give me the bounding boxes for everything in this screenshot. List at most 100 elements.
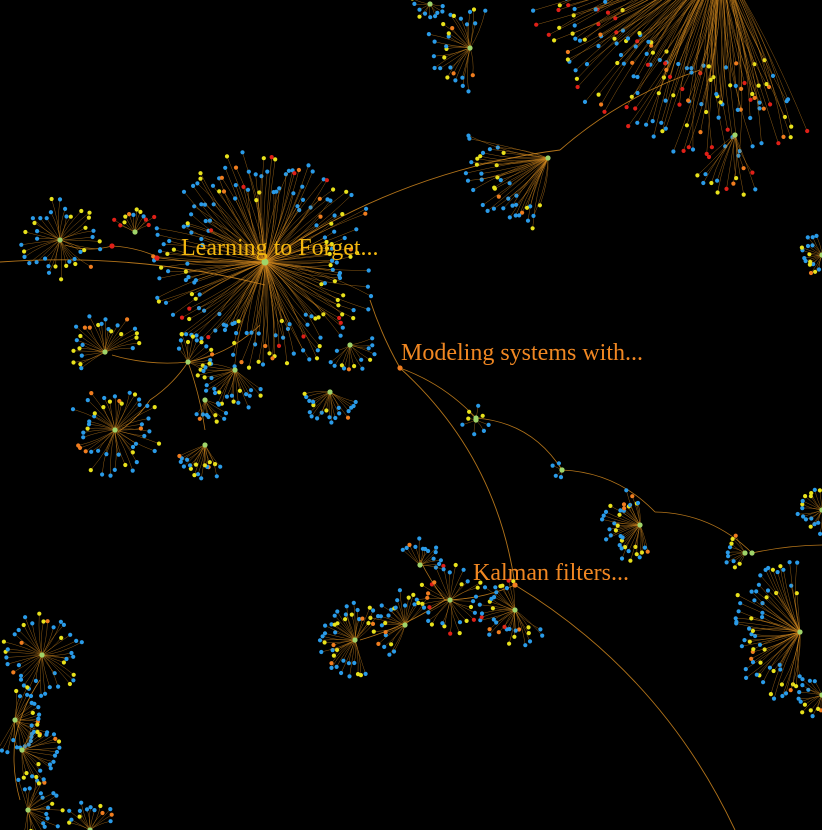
paper-node[interactable] bbox=[203, 365, 208, 370]
paper-node[interactable] bbox=[100, 810, 105, 816]
paper-node[interactable] bbox=[29, 734, 34, 740]
paper-node[interactable] bbox=[775, 570, 780, 575]
connector-node[interactable] bbox=[154, 255, 160, 261]
paper-node[interactable] bbox=[552, 38, 557, 43]
hub-node[interactable] bbox=[202, 397, 208, 403]
paper-node[interactable] bbox=[333, 415, 338, 421]
paper-node[interactable] bbox=[322, 235, 327, 240]
paper-node[interactable] bbox=[102, 395, 107, 401]
paper-node[interactable] bbox=[426, 31, 431, 37]
paper-node[interactable] bbox=[194, 333, 199, 338]
paper-node[interactable] bbox=[556, 461, 562, 466]
paper-node[interactable] bbox=[514, 202, 519, 207]
paper-node[interactable] bbox=[747, 626, 752, 631]
paper-node[interactable] bbox=[103, 317, 108, 322]
paper-node[interactable] bbox=[511, 579, 516, 584]
paper-node[interactable] bbox=[32, 701, 37, 706]
paper-node[interactable] bbox=[731, 181, 736, 186]
hub-node[interactable] bbox=[797, 629, 803, 635]
paper-node[interactable] bbox=[753, 187, 758, 192]
paper-node[interactable] bbox=[614, 41, 619, 46]
paper-node[interactable] bbox=[352, 364, 357, 369]
paper-node[interactable] bbox=[233, 165, 239, 170]
paper-node[interactable] bbox=[237, 388, 242, 393]
paper-node[interactable] bbox=[77, 346, 82, 351]
paper-node[interactable] bbox=[330, 267, 335, 272]
paper-node[interactable] bbox=[663, 61, 668, 66]
paper-node[interactable] bbox=[605, 10, 611, 15]
paper-node[interactable] bbox=[23, 229, 28, 235]
paper-node[interactable] bbox=[526, 625, 531, 630]
connector-node[interactable] bbox=[559, 467, 565, 473]
paper-node[interactable] bbox=[368, 357, 373, 362]
paper-node[interactable] bbox=[291, 351, 296, 356]
paper-node[interactable] bbox=[258, 393, 263, 398]
paper-node[interactable] bbox=[18, 673, 24, 678]
paper-node[interactable] bbox=[345, 415, 351, 420]
paper-node[interactable] bbox=[258, 387, 263, 392]
paper-node[interactable] bbox=[197, 292, 202, 297]
paper-node[interactable] bbox=[334, 348, 339, 353]
paper-node[interactable] bbox=[273, 333, 278, 338]
paper-node[interactable] bbox=[87, 419, 92, 424]
paper-node[interactable] bbox=[739, 86, 744, 91]
paper-node[interactable] bbox=[189, 292, 194, 297]
paper-node[interactable] bbox=[98, 803, 103, 809]
paper-node[interactable] bbox=[788, 135, 793, 140]
paper-node[interactable] bbox=[151, 254, 156, 259]
paper-node[interactable] bbox=[322, 281, 327, 286]
paper-node[interactable] bbox=[816, 520, 821, 525]
paper-node[interactable] bbox=[565, 57, 571, 62]
paper-node[interactable] bbox=[428, 15, 433, 20]
paper-node[interactable] bbox=[87, 210, 92, 215]
paper-node[interactable] bbox=[246, 169, 251, 174]
paper-node[interactable] bbox=[313, 316, 318, 321]
paper-node[interactable] bbox=[304, 394, 309, 400]
paper-node[interactable] bbox=[808, 270, 814, 276]
paper-node[interactable] bbox=[800, 506, 805, 511]
paper-node[interactable] bbox=[155, 295, 160, 300]
paper-node[interactable] bbox=[725, 550, 730, 555]
paper-node[interactable] bbox=[89, 391, 94, 396]
paper-node[interactable] bbox=[319, 282, 324, 287]
paper-node[interactable] bbox=[335, 609, 340, 614]
paper-node[interactable] bbox=[88, 805, 93, 810]
paper-node[interactable] bbox=[448, 12, 453, 17]
paper-node[interactable] bbox=[248, 388, 254, 393]
paper-node[interactable] bbox=[178, 338, 183, 343]
paper-node[interactable] bbox=[82, 248, 87, 253]
hub-node[interactable] bbox=[427, 1, 433, 7]
paper-node[interactable] bbox=[397, 588, 402, 593]
paper-node[interactable] bbox=[475, 585, 480, 590]
paper-node[interactable] bbox=[709, 180, 714, 186]
paper-node[interactable] bbox=[749, 656, 754, 661]
paper-node[interactable] bbox=[731, 559, 736, 564]
paper-node[interactable] bbox=[137, 402, 142, 407]
paper-node[interactable] bbox=[177, 453, 182, 459]
paper-node[interactable] bbox=[479, 177, 484, 182]
paper-node[interactable] bbox=[260, 362, 266, 367]
paper-node[interactable] bbox=[480, 413, 485, 418]
paper-node[interactable] bbox=[240, 150, 245, 155]
paper-node[interactable] bbox=[1, 639, 6, 644]
paper-node[interactable] bbox=[433, 550, 438, 555]
paper-node[interactable] bbox=[236, 400, 241, 405]
paper-node[interactable] bbox=[47, 685, 52, 690]
paper-node[interactable] bbox=[347, 674, 352, 679]
paper-node[interactable] bbox=[469, 160, 474, 165]
paper-node[interactable] bbox=[735, 107, 740, 112]
paper-node[interactable] bbox=[803, 494, 808, 499]
paper-node[interactable] bbox=[689, 70, 694, 75]
paper-node[interactable] bbox=[87, 314, 92, 319]
paper-node[interactable] bbox=[477, 602, 482, 607]
paper-node[interactable] bbox=[230, 321, 235, 326]
paper-node[interactable] bbox=[431, 556, 436, 561]
paper-node[interactable] bbox=[71, 678, 76, 683]
paper-node[interactable] bbox=[199, 336, 204, 341]
paper-node[interactable] bbox=[41, 619, 46, 624]
paper-node[interactable] bbox=[247, 393, 252, 398]
paper-node[interactable] bbox=[223, 411, 229, 416]
paper-node[interactable] bbox=[629, 94, 634, 99]
paper-node[interactable] bbox=[808, 259, 813, 264]
paper-node[interactable] bbox=[81, 435, 86, 440]
